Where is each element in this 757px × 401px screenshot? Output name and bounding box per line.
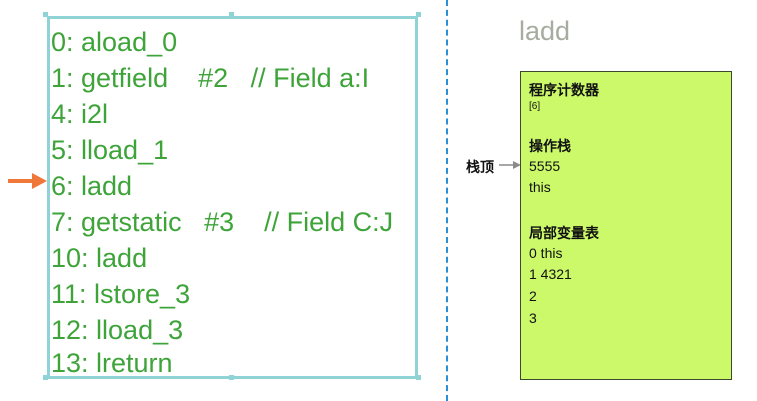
stack-frame: 程序计数器 [6] 操作栈 5555 this 局部变量表 0 this 1 4…	[520, 71, 732, 380]
resize-handle	[229, 12, 234, 17]
resize-handle	[43, 375, 48, 380]
pc-value: [6]	[529, 101, 541, 112]
stack-top-arrow	[499, 161, 521, 169]
local-var-entry: 0 this	[529, 245, 563, 261]
frame-title: ladd	[519, 16, 571, 46]
code-line: 11: lstore_3	[51, 279, 191, 309]
code-line: 7: getstatic #3 // Field C:J	[51, 207, 394, 237]
code-line: 10: ladd	[51, 243, 148, 273]
local-var-entry: 2	[529, 288, 537, 304]
code-line: 12: lload_3	[51, 315, 184, 345]
pc-heading: 程序计数器	[529, 82, 599, 98]
code-line: 4: i2l	[51, 99, 109, 129]
code-line-current: 6: ladd	[51, 171, 133, 201]
local-var-entry: 3	[529, 310, 537, 326]
code-line: 13: lreturn	[51, 348, 173, 378]
stack-top-label: 栈顶	[466, 159, 494, 175]
code-line: 0: aload_0	[51, 27, 178, 57]
code-line: 5: lload_1	[51, 135, 169, 165]
bytecode-listing: 0: aload_0 1: getfield #2 // Field a:I 4…	[47, 16, 418, 379]
divider	[446, 0, 448, 401]
operand-stack-entry: this	[529, 179, 551, 195]
resize-handle	[43, 12, 48, 17]
operand-stack-entry: 5555	[529, 158, 561, 174]
resize-handle	[416, 375, 421, 380]
code-line: 1: getfield #2 // Field a:I	[51, 63, 370, 93]
local-vars-heading: 局部变量表	[529, 225, 599, 241]
resize-handle	[229, 375, 234, 380]
current-instruction-arrow	[8, 173, 47, 189]
local-var-entry: 1 4321	[529, 266, 572, 282]
resize-handle	[416, 12, 421, 17]
operand-stack-heading: 操作栈	[529, 138, 571, 154]
